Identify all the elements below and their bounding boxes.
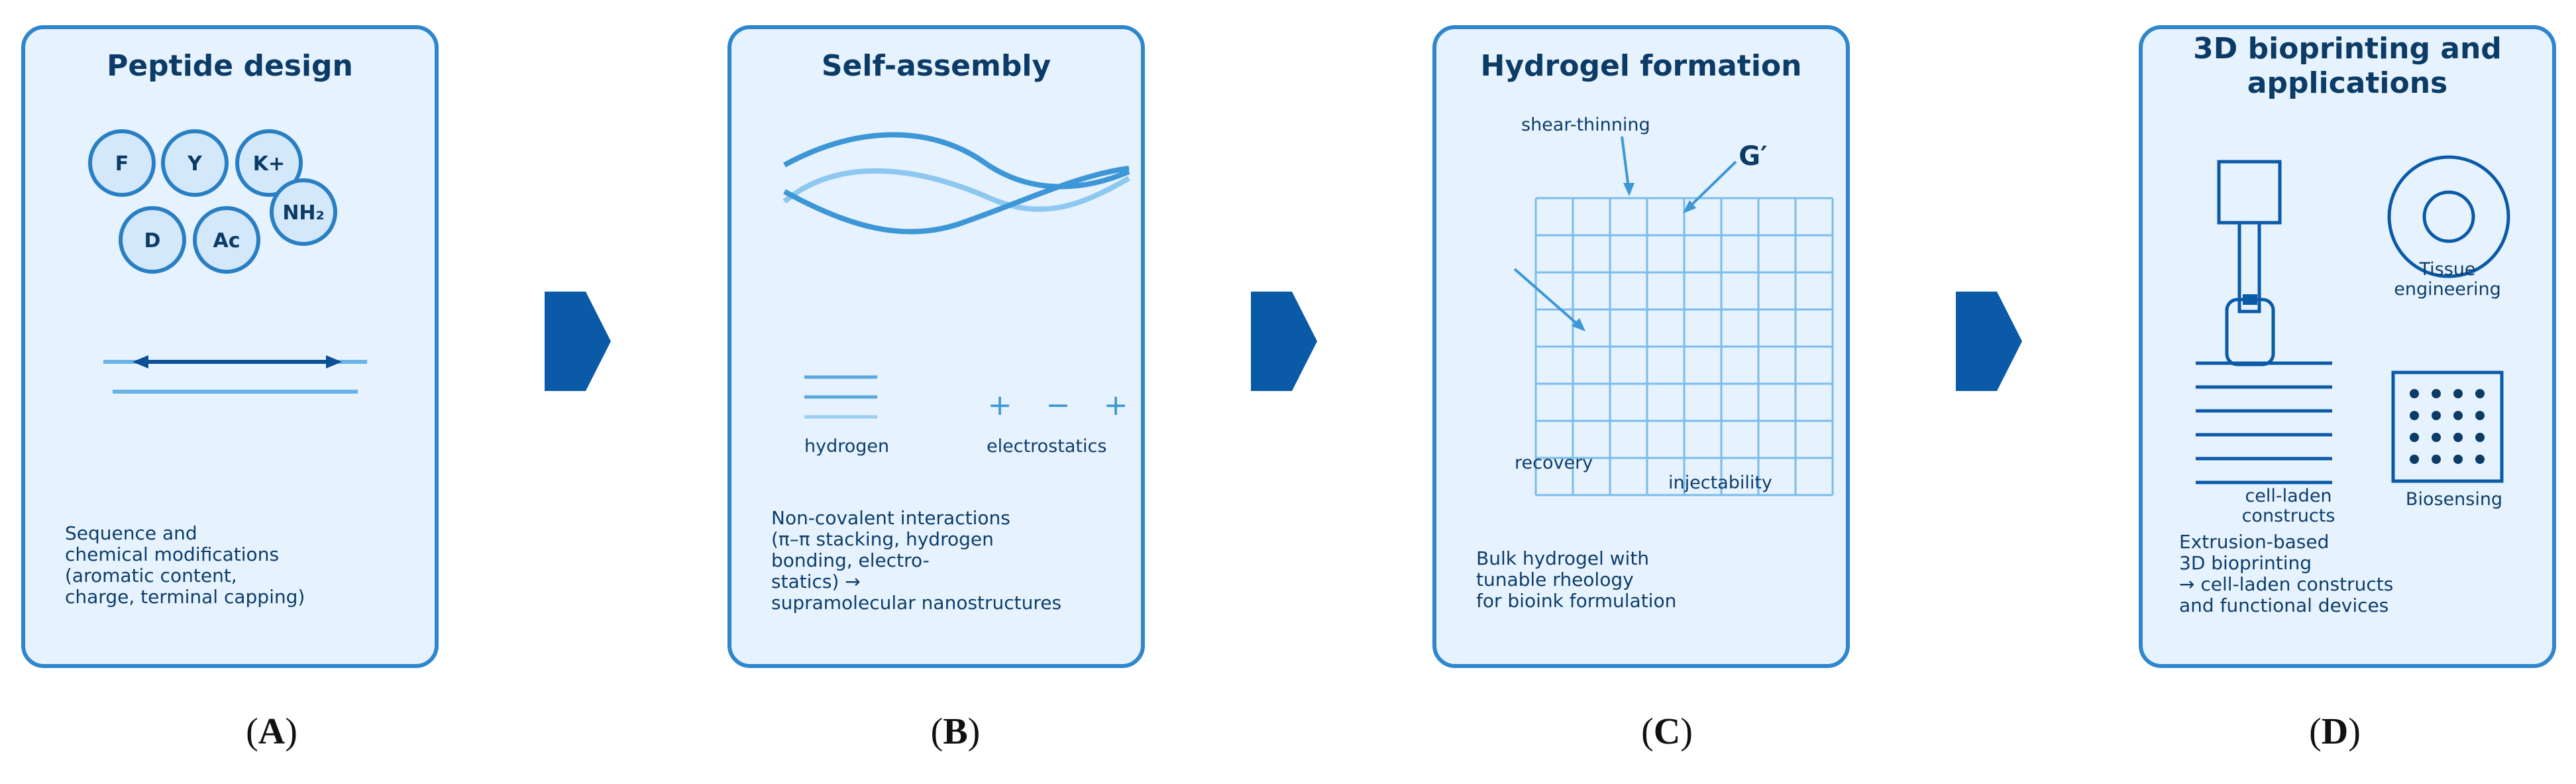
cartridge-cap (2243, 294, 2257, 305)
chevron-right-icon (545, 292, 611, 391)
sensor-dot (2453, 455, 2463, 464)
sensor-dot (2475, 389, 2485, 398)
residue-label: D (144, 229, 161, 252)
recovery-arrow (1513, 268, 1580, 327)
g-prime-label: G′ (1739, 141, 1767, 172)
electrostatics-label: electrostatics (987, 436, 1107, 457)
sensor-dot (2410, 455, 2419, 464)
arrowhead-left (133, 355, 148, 368)
shear-arrow (1621, 136, 1630, 189)
panel-letter-b: (B) (930, 711, 981, 752)
hydrogen-label: hydrogen (804, 436, 890, 457)
sensor-dot (2453, 389, 2463, 398)
residue-label: Y (187, 152, 203, 176)
tissue-ring-icon (2387, 155, 2510, 278)
recovery-arrowhead (1572, 318, 1585, 331)
chevron-right-icon (1956, 292, 2022, 391)
residue-circle-nh2 (270, 178, 337, 246)
panel-letter-a: (A) (246, 711, 297, 752)
hydrogel-network-illustration: G′ (1513, 136, 1834, 496)
residue-label: NH₂ (282, 201, 324, 225)
shear-arrowhead (1623, 183, 1635, 196)
sensor-dot (2410, 389, 2419, 398)
residue-label: K+ (253, 152, 285, 176)
sensor-dot (2410, 411, 2419, 420)
gprime-arrow (1687, 160, 1737, 209)
tissue-core-icon (2422, 190, 2475, 243)
biosensor-chip-icon (2391, 370, 2504, 483)
panel-letter-d: (D) (2309, 711, 2361, 752)
residue-circle-f (88, 129, 156, 197)
sensor-dot (2432, 389, 2441, 398)
biosensing-label: Biosensing (2405, 489, 2503, 510)
panel-peptide-design: Peptide design F Y K+ NH₂ D Ac Sequence … (21, 25, 439, 668)
panel-caption: Extrusion-based 3D bioprinting → cell-la… (2179, 531, 2394, 616)
fiber-wave-1 (783, 132, 1130, 190)
sensor-dot (2432, 455, 2441, 464)
residue-circle-ac (193, 206, 260, 274)
printhead-icon (2217, 160, 2282, 225)
residue-label: F (115, 152, 129, 176)
fiber-wave-3 (783, 166, 1130, 235)
panel-self-assembly: Self-assembly + − + hydrogen electrostat… (727, 25, 1145, 668)
panel-caption: Non-covalent interactions (π–π stacking,… (771, 507, 1062, 614)
panel-caption: Bulk hydrogel with tunable rheology for … (1476, 547, 1677, 612)
peptide-residues-illustration: F Y K+ NH₂ D Ac (88, 129, 367, 394)
shear-thinning-label: shear-thinning (1521, 115, 1650, 135)
residue-circle-y (161, 129, 229, 197)
recovery-label: recovery (1515, 453, 1593, 473)
sensor-dot (2453, 411, 2463, 420)
bioprinting-illustration (2196, 155, 2510, 484)
panel-bioprinting-applications: 3D bioprinting and applications Tissue e… (2139, 25, 2556, 668)
panel-caption: Sequence and chemical modifications (aro… (65, 522, 305, 608)
printed-layers-icon (2196, 361, 2332, 484)
charge-plus-icon: + (988, 388, 1012, 422)
residue-circle-d (119, 206, 186, 274)
self-assembly-illustration: + − + (782, 132, 1130, 422)
sensor-dot (2453, 433, 2463, 442)
charge-minus-icon: − (1046, 388, 1071, 422)
residue-circle-k (235, 129, 303, 197)
panel-letter-c: (C) (1641, 711, 1693, 752)
panel-title: Hydrogel formation (1480, 49, 1802, 83)
residue-label: Ac (213, 229, 240, 252)
cartridge-icon (2225, 298, 2275, 366)
chevron-right-icon (1251, 292, 1317, 391)
panel-title: Self-assembly (821, 49, 1051, 83)
panel-title: Peptide design (107, 49, 353, 83)
cell-laden-label: cell-laden constructs (2241, 486, 2335, 526)
biosensor-dots (2410, 389, 2485, 464)
injectability-label: injectability (1668, 473, 1772, 493)
charge-plus-icon: + (1104, 388, 1128, 422)
sensor-dot (2475, 455, 2485, 464)
gprime-arrowhead (1683, 200, 1696, 213)
fiber-wave-2 (782, 168, 1130, 212)
sensor-dot (2475, 433, 2485, 442)
sensor-dot (2432, 433, 2441, 442)
nozzle-icon (2237, 221, 2261, 313)
sensor-dot (2432, 411, 2441, 420)
sensor-dot (2475, 411, 2485, 420)
panel-hydrogel-formation: Hydrogel formation G′ shear-thinning rec… (1432, 25, 1850, 668)
arrowhead-right (326, 355, 342, 368)
panel-title: 3D bioprinting and applications (2193, 32, 2502, 100)
sensor-dot (2410, 433, 2419, 442)
tissue-engineering-label: Tissue engineering (2394, 259, 2501, 300)
